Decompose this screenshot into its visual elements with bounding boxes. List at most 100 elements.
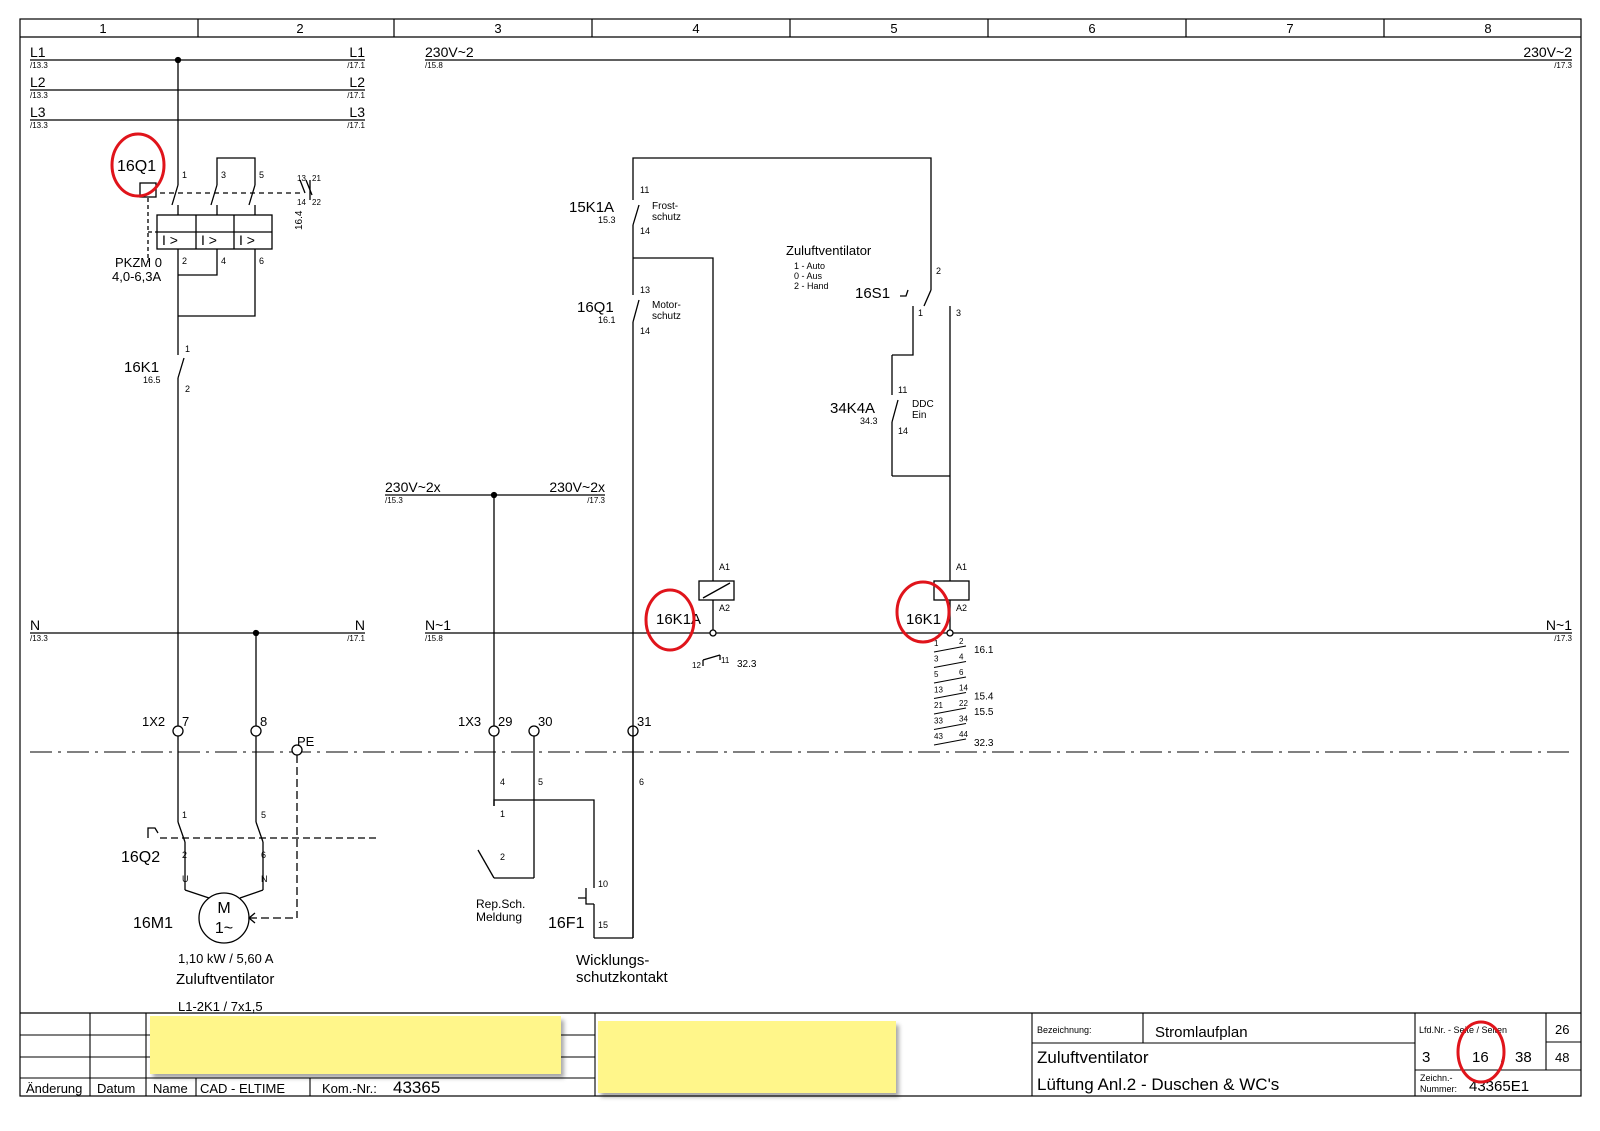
contact-list-pin-b: 34 xyxy=(959,715,968,724)
rail-n1-ref-right: /17.3 xyxy=(1554,634,1572,643)
rep-contact-1: 1 xyxy=(500,809,505,819)
q1-pin-3: 3 xyxy=(221,170,226,180)
q1-pin-1: 1 xyxy=(182,170,187,180)
q1-contact-pin-bottom: 14 xyxy=(640,326,650,336)
q1-range: 4,0-6,3A xyxy=(112,269,161,284)
rail-l1-ref-right: /17.1 xyxy=(347,61,365,70)
contact-list-row: 33 34 xyxy=(933,715,968,731)
q1-pin-13: 13 xyxy=(297,174,306,183)
contact-list-pin-a: 33 xyxy=(934,717,943,726)
m1-name: Zuluftventilator xyxy=(176,971,274,988)
k4a-pin-14: 14 xyxy=(898,426,908,436)
motor-circuit xyxy=(147,629,380,944)
rail-n1-label: N~1 xyxy=(425,617,451,633)
rail-l1-ref: /13.3 xyxy=(30,61,48,70)
tb-seiten: 38 xyxy=(1515,1049,1532,1066)
q1-pin-21: 21 xyxy=(312,174,321,183)
f1-desc-1: Wicklungs- xyxy=(576,952,649,969)
rail-l3-ref: /13.3 xyxy=(30,121,48,130)
q1-trip-3: I > xyxy=(239,232,255,248)
tb-kom-value: 43365 xyxy=(393,1078,440,1097)
rep-desc-2: Meldung xyxy=(476,910,522,924)
q2-pin-5: 5 xyxy=(261,810,266,820)
s1-title: Zuluftventilator xyxy=(786,243,872,258)
m1-symbol-m: M xyxy=(217,900,230,917)
rail-ctrl-label-right: 230V~2 xyxy=(1523,44,1572,60)
tb-line-1: Zuluftventilator xyxy=(1037,1048,1149,1067)
rail-n1-label-right: N~1 xyxy=(1546,617,1572,633)
f1-pin-15: 15 xyxy=(598,920,608,930)
k4a-desc-1: DDC xyxy=(912,399,934,410)
rail-l3-ref-right: /17.1 xyxy=(347,121,365,130)
x3-tag: 1X3 xyxy=(458,714,481,729)
motor-protector-16q1 xyxy=(139,56,313,345)
contact-list-pin-a: 13 xyxy=(934,686,943,695)
rail-v2x-ref: /15.3 xyxy=(385,496,403,505)
k1a-contact-pin-top: 11 xyxy=(640,185,649,195)
sheet-frame xyxy=(19,18,1582,1097)
q2-pin-6: 6 xyxy=(261,850,266,860)
rail-labels: L1 /13.3 L1 /17.1 L2 /13.3 L2 /17.1 L3 /… xyxy=(30,44,1573,643)
tb-bez-value: Stromlaufplan xyxy=(1155,1024,1248,1041)
contact-list-symbol xyxy=(933,722,967,731)
contact-list-pin-a: 21 xyxy=(934,701,943,710)
x2-terminal-7: 7 xyxy=(182,714,189,729)
rail-v2x-ref-right: /17.3 xyxy=(587,496,605,505)
q1-contact-desc-1: Motor- xyxy=(652,300,681,311)
q1-pin-2: 2 xyxy=(182,256,187,266)
tb-zeichn-label-1: Zeichn.- xyxy=(1420,1073,1453,1083)
column-label-3: 3 xyxy=(494,21,501,36)
s1-pos-1: 1 - Auto xyxy=(794,261,825,271)
rail-l2-ref-right: /17.1 xyxy=(347,91,365,100)
rail-l2-label-right: L2 xyxy=(349,74,365,90)
k1-coil-a2: A2 xyxy=(956,603,967,613)
x3-terminal-29: 29 xyxy=(498,714,512,729)
motor-protector-16q1-labels: 16Q1 1 3 5 2 4 6 13 14 21 22 16.4 I > I … xyxy=(112,158,321,284)
m1-symbol-ac: 1~ xyxy=(215,920,233,937)
k1-coil-tag: 16K1 xyxy=(906,611,941,628)
highlight-circles xyxy=(110,132,1506,1084)
contact-list-pin-a: 43 xyxy=(934,732,943,741)
k1a-coil-contact-ref: 32.3 xyxy=(737,659,757,670)
motor-circuit-labels: 1X2 7 8 PE 1 5 2 6 U N 16Q2 16M1 M 1~ 1,… xyxy=(121,714,315,1014)
redaction-note-left xyxy=(150,1016,561,1074)
rail-l1-label-right: L1 xyxy=(349,44,365,60)
contact-list-symbol xyxy=(933,738,967,746)
rail-ctrl-label: 230V~2 xyxy=(425,44,474,60)
x2-pe: PE xyxy=(297,734,315,749)
tb-line-2: Lüftung Anl.2 - Duschen & WC's xyxy=(1037,1075,1279,1094)
q2-n: N xyxy=(261,874,268,884)
column-header: 1 2 3 4 5 6 7 8 xyxy=(99,21,1491,36)
s1-pin-2: 2 xyxy=(936,266,941,276)
x2-terminal-8: 8 xyxy=(260,714,267,729)
contact-list-symbol xyxy=(933,645,967,653)
k1-main-pin-top: 1 xyxy=(185,344,190,354)
title-block-text: Änderung Datum Name CAD - ELTIME Kom.-Nr… xyxy=(26,1022,1569,1097)
f1-pin-10: 10 xyxy=(598,879,608,889)
q1-contact-desc-2: schutz xyxy=(652,311,681,322)
s1-pin-1: 1 xyxy=(918,308,923,318)
x3-terminal-30: 30 xyxy=(538,714,552,729)
s1-tag: 16S1 xyxy=(855,285,890,302)
k1a-contact-tag: 15K1A xyxy=(569,199,614,216)
s1-pos-0: 0 - Aus xyxy=(794,271,823,281)
tb-zeichn-label-2: Nummer: xyxy=(1420,1084,1457,1094)
contact-list-symbol xyxy=(933,691,967,700)
rep-pin-5: 5 xyxy=(538,777,543,787)
contact-list-pin-b: 4 xyxy=(959,653,964,662)
q1-type: PKZM 0 xyxy=(115,255,162,270)
q1-pin-22: 22 xyxy=(312,198,321,207)
rep-desc-1: Rep.Sch. xyxy=(476,897,525,911)
rail-n-ref-right: /17.1 xyxy=(347,634,365,643)
highlight-circle-seite xyxy=(1456,1020,1506,1084)
contactor-16k1-main-contact xyxy=(177,345,185,633)
contact-list-pin-a: 3 xyxy=(934,655,939,664)
tb-datum: Datum xyxy=(97,1081,135,1096)
k4a-ref: 34.3 xyxy=(860,416,878,426)
highlight-circle-16k1a xyxy=(644,588,696,652)
contact-list-ref: 15.4 xyxy=(974,692,994,703)
